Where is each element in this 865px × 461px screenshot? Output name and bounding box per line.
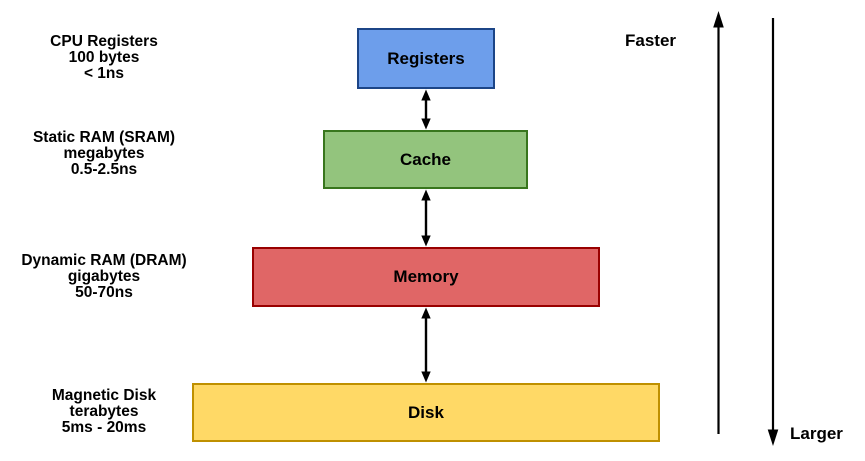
description-line: < 1ns [83,65,125,82]
registers-box: Registers [357,28,495,89]
cache-box-label: Cache [399,149,452,169]
bidirectional-arrow-cache-memory [421,189,431,247]
description-line: 5ms - 20ms [61,419,147,436]
description-line: megabytes [63,145,145,162]
up-arrow-icon [713,11,724,434]
description-line: gigabytes [67,268,141,285]
bidirectional-arrow-memory-disk [421,307,431,383]
disk-box-label: Disk [408,402,444,422]
memory-box: Memory [252,247,600,307]
description-line: CPU Registers [50,33,158,50]
larger-label: Larger [790,424,843,443]
description-line: 100 bytes [68,49,140,66]
description-line: Static RAM (SRAM) [32,129,176,146]
description-line: Dynamic RAM (DRAM) [21,252,187,269]
level-description-registers: CPU Registers 100 bytes < 1ns [19,34,189,82]
cache-box: Cache [323,130,528,189]
registers-box-label: Registers [387,48,465,68]
description-line: Magnetic Disk [51,387,157,404]
level-description-cache: Static RAM (SRAM) megabytes 0.5-2.5ns [19,130,189,178]
memory-box-label: Memory [393,267,459,286]
description-line: 0.5-2.5ns [70,161,138,178]
description-line: 50-70ns [75,284,133,301]
level-description-memory: Dynamic RAM (DRAM) gigabytes 50-70ns [19,253,189,301]
down-arrow-icon [767,18,779,446]
level-description-disk: Magnetic Disk terabytes 5ms - 20ms [19,388,189,436]
faster-label: Faster [625,31,677,50]
description-line: terabytes [69,403,139,420]
bidirectional-arrow-registers-cache [421,89,431,130]
disk-box: Disk [192,383,660,442]
